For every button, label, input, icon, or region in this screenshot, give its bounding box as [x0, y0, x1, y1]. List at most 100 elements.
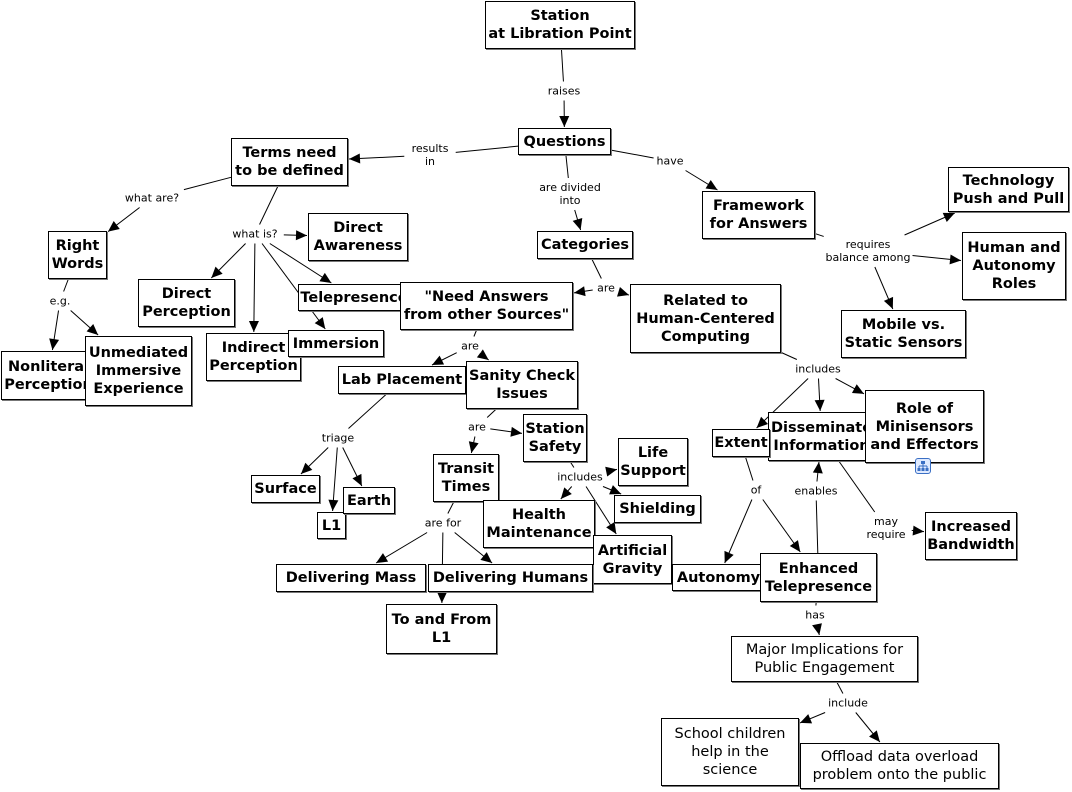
concept-related[interactable]: Related to Human-Centered Computing [630, 284, 781, 353]
concept-offload[interactable]: Offload data overload problem onto the p… [800, 743, 999, 789]
linking-phrase[interactable]: are [459, 339, 481, 353]
concept-immersion[interactable]: Immersion [288, 330, 384, 357]
concept-surface[interactable]: Surface [251, 475, 320, 503]
concept-questions[interactable]: Questions [518, 128, 611, 155]
linking-phrase[interactable]: are [466, 420, 488, 434]
arrowhead [949, 254, 961, 265]
arrowhead [480, 552, 493, 563]
arrowhead [609, 485, 622, 495]
linking-phrase[interactable]: raises [545, 84, 583, 98]
connection-line [259, 185, 279, 225]
concept-terms[interactable]: Terms need to be defined [231, 138, 348, 186]
linking-phrase[interactable]: what is? [230, 227, 280, 241]
concept-tech[interactable]: Technology Push and Pull [948, 167, 1069, 212]
arrowhead [869, 730, 880, 742]
arrowhead [328, 499, 339, 511]
linking-phrase[interactable]: requires balance among [823, 238, 913, 264]
linking-phrase[interactable]: may require [864, 515, 908, 541]
concept-l1[interactable]: L1 [317, 512, 346, 539]
concept-nonliteral[interactable]: Nonliteral Perception [1, 351, 96, 400]
connection-line [565, 154, 569, 179]
concept-station-safety[interactable]: Station Safety [523, 414, 587, 462]
concept-direct-awareness[interactable]: Direct Awareness [308, 213, 408, 261]
arrowhead [248, 320, 259, 332]
arrowhead [942, 212, 955, 222]
linking-phrase[interactable]: has [803, 608, 827, 622]
concept-mobile[interactable]: Mobile vs. Static Sensors [841, 310, 966, 358]
arrowhead [572, 218, 583, 230]
linking-phrase[interactable]: includes [793, 362, 843, 376]
concept-transit[interactable]: Transit Times [433, 454, 499, 502]
arrowhead [883, 296, 894, 309]
connection-line [780, 351, 798, 360]
concept-school[interactable]: School children help in the science [661, 718, 799, 786]
arrowhead [789, 540, 801, 552]
connection-line [348, 393, 387, 429]
linking-phrase[interactable]: includes [555, 470, 605, 484]
arrowhead [756, 416, 769, 428]
concept-need-answers[interactable]: "Need Answers from other Sources" [400, 282, 573, 330]
linking-phrase[interactable]: what are? [122, 191, 182, 205]
linking-phrase[interactable]: triage [319, 431, 357, 445]
concept-earth[interactable]: Earth [343, 487, 395, 514]
arrowhead [510, 426, 522, 437]
arrowhead [851, 384, 864, 394]
arrowhead [812, 462, 823, 474]
arrowhead [376, 553, 389, 563]
concept-delivering-humans[interactable]: Delivering Humans [428, 564, 593, 592]
concept-health[interactable]: Health Maintenance [483, 500, 595, 548]
connection-line [744, 456, 754, 481]
concept-lab[interactable]: Lab Placement [338, 366, 466, 394]
concept-shielding[interactable]: Shielding [614, 495, 701, 523]
concept-artificial[interactable]: Artificial Gravity [593, 535, 672, 584]
linking-phrase[interactable]: results in [409, 142, 451, 168]
concept-enhanced[interactable]: Enhanced Telepresence [760, 553, 877, 602]
arrowhead [86, 323, 99, 335]
connection-arrow [756, 378, 809, 429]
concept-station[interactable]: Station at Libration Point [485, 1, 635, 49]
concept-telepresence[interactable]: Telepresence [298, 284, 410, 311]
concept-to-from[interactable]: To and From L1 [386, 604, 497, 654]
arrowhead [574, 286, 586, 297]
concept-categories[interactable]: Categories [537, 231, 633, 259]
arrowhead [812, 623, 822, 635]
concept-right-words[interactable]: Right Words [48, 231, 107, 279]
linking-phrase[interactable]: enables [792, 484, 840, 498]
linking-phrase[interactable]: have [654, 154, 686, 168]
linking-phrase[interactable]: include [826, 696, 870, 710]
connection-line [814, 233, 824, 237]
linking-phrase[interactable]: are for [422, 516, 464, 530]
connection-line [610, 149, 654, 159]
arrowhead [606, 522, 617, 534]
concept-autonomy[interactable]: Autonomy [672, 564, 765, 591]
connection-line [486, 408, 497, 418]
connection-line [455, 145, 519, 153]
concept-life[interactable]: Life Support [618, 438, 688, 486]
concept-role[interactable]: Role of Minisensors and Effectors [865, 390, 984, 463]
linking-phrase[interactable]: are divided into [537, 181, 603, 207]
concept-direct-perception[interactable]: Direct Perception [138, 279, 235, 327]
arrowhead [800, 714, 813, 724]
arrowhead [432, 355, 445, 365]
concept-bandwidth[interactable]: Increased Bandwidth [925, 512, 1017, 560]
concept-disseminate[interactable]: Disseminate Information [768, 412, 875, 461]
concept-human-autonomy[interactable]: Human and Autonomy Roles [962, 232, 1066, 300]
concept-extent[interactable]: Extent [712, 429, 770, 457]
linking-phrase[interactable]: e.g. [47, 294, 73, 308]
arrowhead [724, 550, 734, 563]
arrowhead [319, 272, 332, 283]
concept-delivering-mass[interactable]: Delivering Mass [276, 564, 426, 592]
connection-line [569, 461, 575, 468]
concept-major[interactable]: Major Implications for Public Engagement [731, 636, 918, 682]
concept-map-icon[interactable] [915, 458, 931, 474]
linking-phrase[interactable]: of [748, 483, 764, 497]
connection-line [560, 48, 564, 82]
concept-sanity[interactable]: Sanity Check Issues [466, 361, 578, 409]
concept-indirect[interactable]: Indirect Perception [206, 333, 301, 381]
arrowhead [559, 115, 570, 127]
arrowhead [617, 287, 629, 297]
linking-phrase[interactable]: are [595, 281, 617, 295]
concept-framework[interactable]: Framework for Answers [702, 191, 815, 239]
concept-unmediated[interactable]: Unmediated Immersive Experience [85, 336, 192, 406]
connection-line [836, 681, 844, 694]
